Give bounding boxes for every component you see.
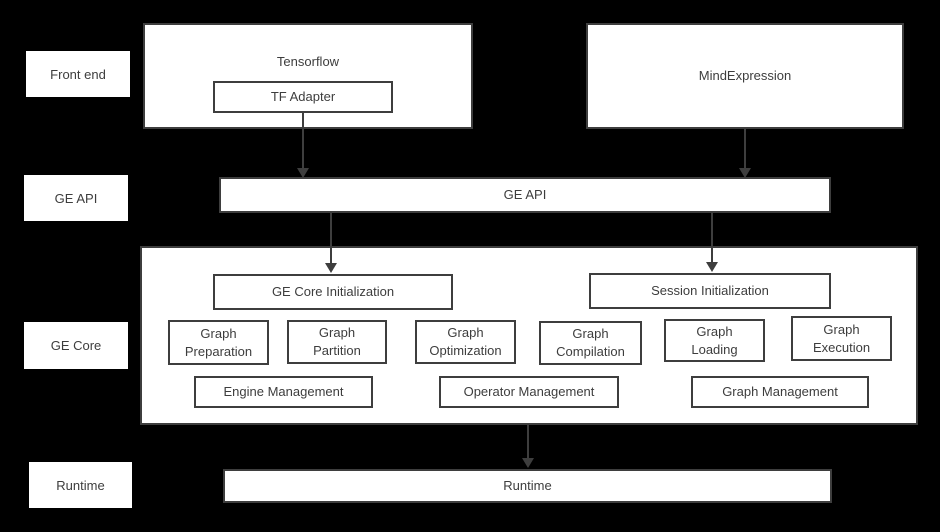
arrow-head-icon	[706, 262, 718, 272]
arrow-ge-api-to-session-initialization	[706, 213, 718, 272]
row-label-front-end: Front end	[26, 51, 130, 97]
row-label-runtime: Runtime	[29, 462, 132, 508]
runtime-bar: Runtime	[223, 469, 832, 503]
arrow-ge-api-to-ge-core-initialization	[325, 213, 337, 273]
arrow-stem	[711, 213, 713, 262]
management-box-operator: Operator Management	[439, 376, 619, 408]
row-label-ge-api: GE API	[24, 175, 128, 221]
arrow-stem	[744, 129, 746, 168]
arrow-head-icon	[297, 168, 309, 178]
arrow-head-icon	[739, 168, 751, 178]
mind-expression-box: MindExpression	[586, 23, 904, 129]
ge-api-bar: GE API	[219, 177, 831, 213]
pipeline-box-graph-loading: Graph Loading	[664, 319, 765, 362]
arrow-head-icon	[325, 263, 337, 273]
pipeline-box-graph-partition: Graph Partition	[287, 320, 387, 364]
management-box-graph: Graph Management	[691, 376, 869, 408]
tensorflow-title: Tensorflow	[276, 54, 340, 69]
tf-adapter-box: TF Adapter	[213, 81, 393, 113]
arrow-head-icon	[522, 458, 534, 468]
row-label-ge-core: GE Core	[24, 322, 128, 369]
arrow-tf-adapter-to-ge-api	[297, 113, 309, 178]
ge-core-initialization-box: GE Core Initialization	[213, 274, 453, 310]
arrow-stem	[302, 113, 304, 168]
arrow-ge-core-to-runtime	[522, 425, 534, 468]
management-box-engine: Engine Management	[194, 376, 373, 408]
arrow-stem	[527, 425, 529, 458]
session-initialization-box: Session Initialization	[589, 273, 831, 309]
arrow-stem	[330, 213, 332, 263]
pipeline-box-graph-execution: Graph Execution	[791, 316, 892, 361]
pipeline-box-graph-compilation: Graph Compilation	[539, 321, 642, 365]
arrow-mind-expression-to-ge-api	[739, 129, 751, 178]
pipeline-box-graph-preparation: Graph Preparation	[168, 320, 269, 365]
pipeline-box-graph-optimization: Graph Optimization	[415, 320, 516, 364]
